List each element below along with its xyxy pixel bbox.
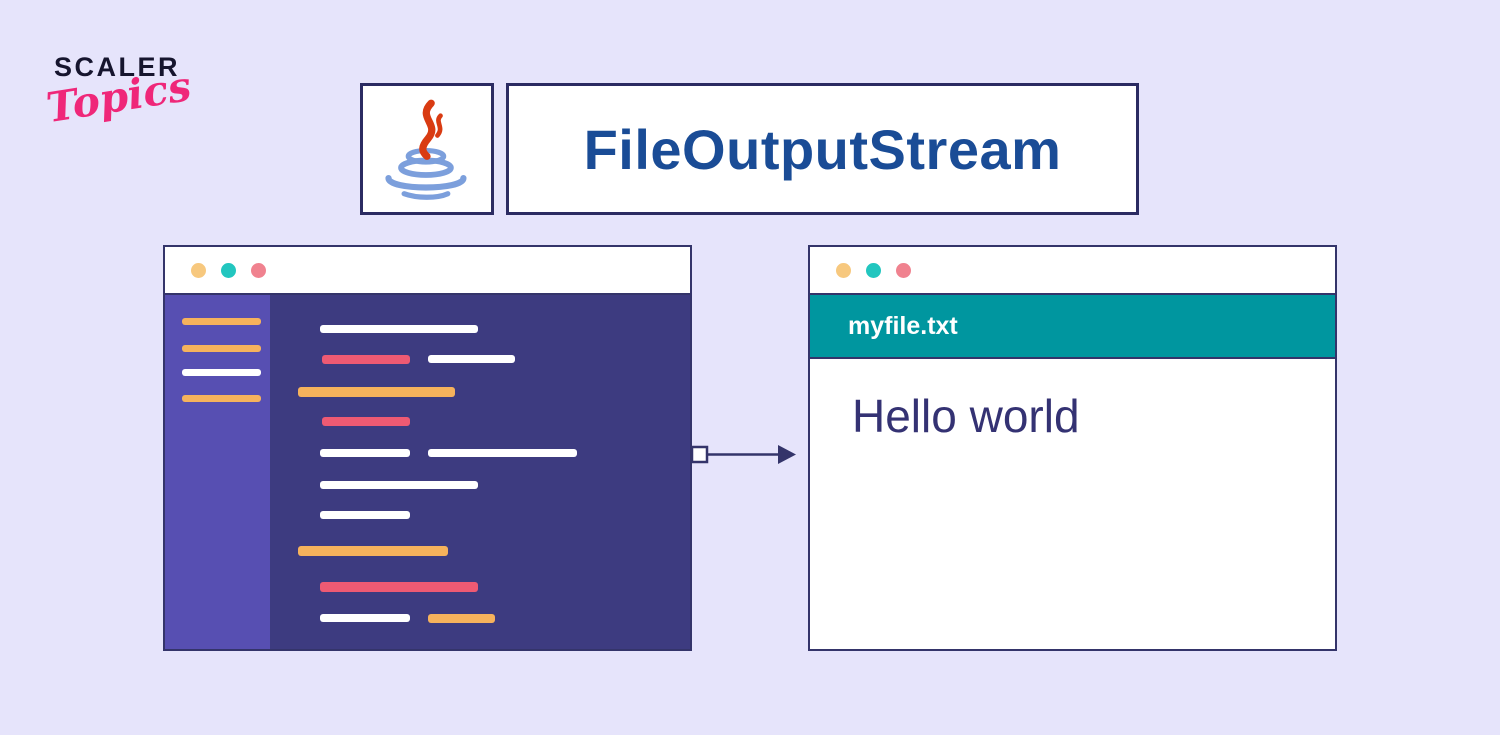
code-line-bar	[298, 387, 455, 397]
code-line-bar	[320, 481, 478, 489]
code-line-bar	[320, 449, 410, 457]
code-line-bar	[322, 355, 410, 364]
code-line-bar	[322, 417, 410, 426]
scaler-topics-logo: SCALER Topics	[43, 52, 194, 132]
sidebar-line-bar	[182, 345, 261, 352]
sidebar-line-bar	[182, 369, 261, 376]
traffic-light-dot-3	[251, 262, 266, 278]
file-content-text: Hello world	[852, 390, 1080, 442]
editor-sidebar	[165, 295, 270, 649]
code-line-bar	[320, 614, 410, 622]
java-logo-box	[360, 83, 494, 215]
file-tab: myfile.txt	[810, 295, 1335, 359]
traffic-light-dot-1	[836, 262, 851, 278]
sidebar-line-bar	[182, 395, 261, 402]
code-line-bar	[428, 614, 495, 623]
editor-code-area	[270, 295, 690, 649]
traffic-light-dot-2	[866, 262, 881, 278]
file-content: Hello world	[810, 359, 1335, 443]
output-file-window: myfile.txt Hello world	[808, 245, 1337, 651]
code-line-bar	[320, 511, 410, 519]
code-editor-window	[163, 245, 692, 651]
traffic-light-dot-1	[191, 262, 206, 278]
code-line-bar	[320, 582, 478, 592]
sidebar-line-bar	[182, 318, 261, 325]
code-line-bar	[428, 355, 515, 363]
brand-name: SCALER	[54, 52, 181, 82]
code-line-bar	[298, 546, 448, 556]
editor-body	[165, 295, 690, 649]
java-logo-icon	[385, 99, 467, 200]
title-box: FileOutputStream	[506, 83, 1139, 215]
flow-arrow	[690, 445, 796, 464]
traffic-light-dot-3	[896, 262, 911, 278]
output-titlebar	[810, 247, 1335, 295]
editor-titlebar	[165, 247, 690, 295]
diagram-title: FileOutputStream	[583, 117, 1062, 181]
traffic-light-dot-2	[221, 262, 236, 278]
code-line-bar	[428, 449, 577, 457]
code-line-bar	[320, 325, 478, 333]
file-tab-label: myfile.txt	[848, 311, 958, 340]
